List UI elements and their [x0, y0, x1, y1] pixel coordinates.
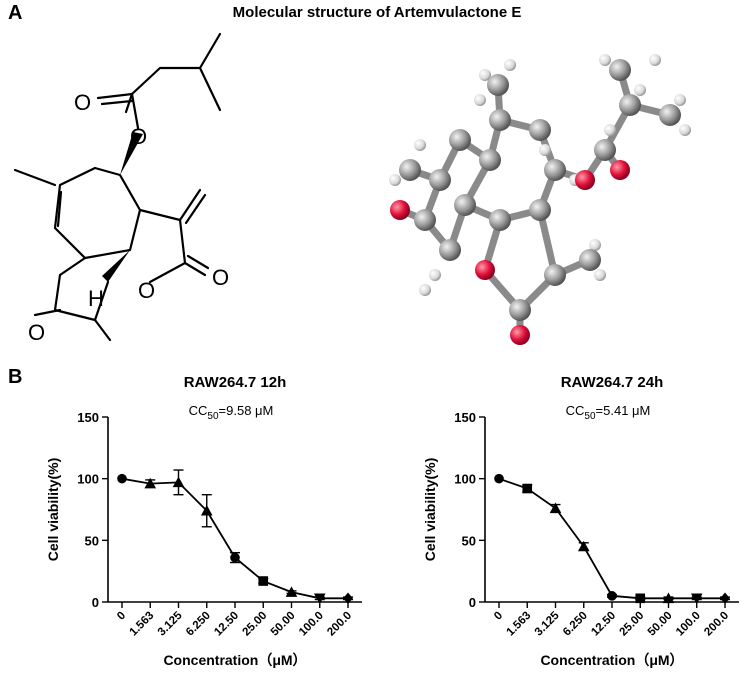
- data-point: [258, 576, 269, 586]
- x-tick-label: 3.125: [156, 609, 185, 638]
- panel-a-title: Molecular structure of Artemvulactone E: [232, 4, 522, 21]
- chart-title: RAW264.7 24h: [561, 374, 664, 391]
- chart-title: RAW264.7 12h: [184, 374, 287, 391]
- data-point: [635, 593, 646, 604]
- x-tick-label: 6.250: [561, 610, 590, 639]
- ball-and-stick-model: [389, 54, 691, 345]
- data-point: [144, 477, 157, 489]
- x-tick-label: 12.50: [589, 610, 618, 639]
- atom-o-lactone-ring: O: [138, 278, 155, 303]
- atom-o-lactone-carbonyl: O: [212, 265, 229, 290]
- x-tick-label: 1.563: [505, 610, 534, 639]
- y-axis-label: Cell viability(%): [45, 458, 61, 561]
- data-point: [662, 592, 675, 604]
- atom-o-ester: O: [130, 124, 147, 149]
- y-tick-label: 150: [77, 410, 99, 425]
- atoms-oxygen: [390, 160, 630, 345]
- x-tick-label: 6.250: [184, 610, 213, 639]
- y-tick-label: 150: [454, 410, 476, 425]
- data-point: [313, 593, 326, 605]
- data-point: [607, 591, 617, 601]
- skeletal-structure: O O O O O H: [13, 32, 229, 345]
- data-point: [522, 483, 533, 494]
- x-tick-label: 0: [115, 610, 128, 623]
- y-tick-label: 100: [454, 472, 476, 487]
- y-axis-label: Cell viability(%): [422, 458, 438, 561]
- x-tick-label: 200.0: [325, 610, 354, 639]
- data-point: [117, 473, 127, 484]
- x-tick-label: 200.0: [702, 610, 731, 639]
- atom-o-carbonyl: O: [74, 90, 91, 115]
- data-point: [343, 592, 353, 605]
- cc50-annotation: CC50=5.41 μM: [566, 403, 651, 422]
- data-point: [172, 476, 185, 488]
- atoms-hydrogen: [389, 54, 691, 296]
- panel-a-label: A: [8, 2, 23, 24]
- x-tick-label: 25.00: [618, 610, 647, 639]
- x-axis-label: Concentration（μM）: [163, 652, 306, 668]
- atom-h-stereo: H: [88, 286, 104, 311]
- data-point: [285, 586, 298, 597]
- x-tick-label: 0: [492, 610, 505, 623]
- y-tick-label: 0: [469, 595, 476, 610]
- series-line: [498, 477, 725, 600]
- series-line: [121, 477, 348, 600]
- data-point: [720, 592, 730, 605]
- x-axis-label: Concentration（μM）: [540, 652, 683, 668]
- y-tick-label: 100: [77, 472, 99, 487]
- y-tick-label: 50: [462, 533, 476, 548]
- atom-o-epoxide: O: [28, 320, 45, 345]
- data-point: [200, 504, 213, 516]
- data-point: [230, 552, 240, 563]
- x-tick-label: 3.125: [533, 609, 562, 638]
- cc50-annotation: CC50=9.58 μM: [189, 403, 274, 422]
- y-tick-label: 0: [92, 595, 99, 610]
- data-point: [690, 593, 703, 605]
- data-point: [549, 502, 562, 514]
- data-point: [577, 540, 590, 552]
- x-tick-label: 50.00: [269, 610, 298, 639]
- panel-b-label: B: [8, 366, 23, 388]
- x-tick-label: 100.0: [674, 610, 703, 639]
- y-tick-label: 50: [85, 533, 99, 548]
- atoms-carbon: [399, 59, 681, 321]
- x-tick-label: 12.50: [212, 610, 241, 639]
- x-tick-label: 1.563: [128, 610, 157, 639]
- x-tick-label: 100.0: [297, 610, 326, 639]
- x-tick-label: 50.00: [646, 610, 675, 639]
- data-point: [494, 473, 504, 484]
- x-tick-label: 25.00: [241, 610, 270, 639]
